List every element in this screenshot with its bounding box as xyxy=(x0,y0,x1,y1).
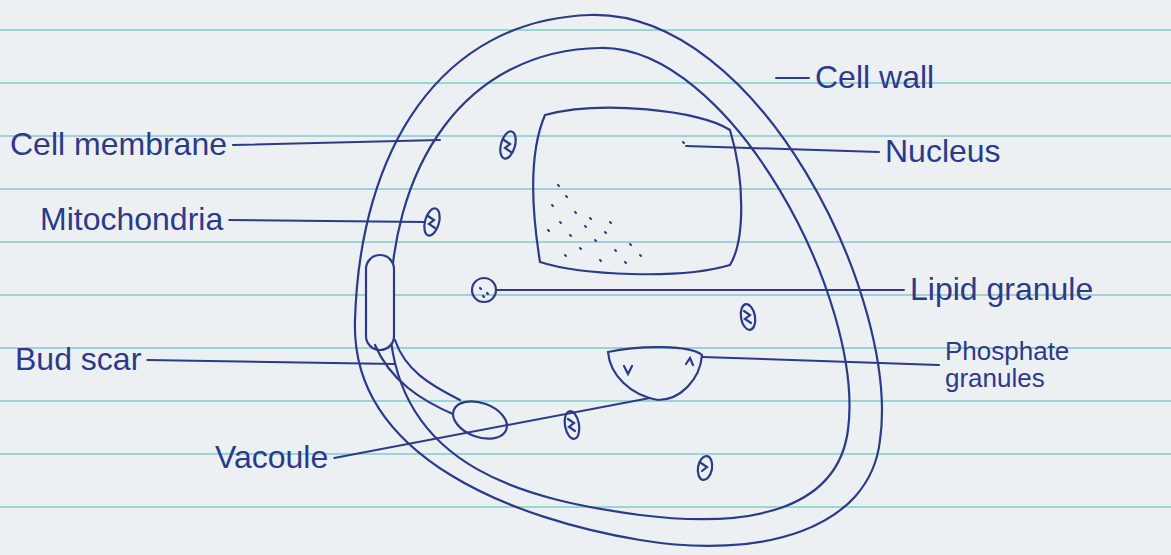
bud-scar-band xyxy=(395,340,460,400)
part-label: Cell membrane xyxy=(10,128,227,162)
cell-wall xyxy=(355,15,882,546)
lipid-granule xyxy=(472,278,496,302)
leader-line xyxy=(776,77,809,79)
bud-scar-band xyxy=(375,345,455,415)
leader-line xyxy=(334,398,650,458)
leader-line xyxy=(497,289,904,291)
part-label: Vacoule xyxy=(215,441,328,475)
part-label: Phosphate granules xyxy=(945,338,1155,393)
leader-line xyxy=(686,146,879,152)
part-label: Mitochondria xyxy=(40,203,223,237)
phosphate-granules xyxy=(624,358,693,374)
lipid-granule-dots xyxy=(480,288,488,297)
bud-scar xyxy=(448,394,512,445)
leader-line xyxy=(233,140,440,145)
bud-scar xyxy=(366,255,394,350)
cell-membrane xyxy=(390,48,850,519)
mitochondrion xyxy=(422,130,758,481)
nucleus xyxy=(533,108,741,274)
part-label: Bud scar xyxy=(15,343,141,377)
leader-line xyxy=(147,360,395,364)
ruled-lines xyxy=(0,30,1171,507)
part-label: Lipid granule xyxy=(910,273,1093,307)
leader-line xyxy=(229,220,425,222)
part-label: Nucleus xyxy=(885,135,1001,169)
chromatin-dots xyxy=(548,142,684,263)
part-label: Cell wall xyxy=(815,61,934,95)
vacuole xyxy=(608,347,702,400)
leader-line xyxy=(702,357,939,365)
